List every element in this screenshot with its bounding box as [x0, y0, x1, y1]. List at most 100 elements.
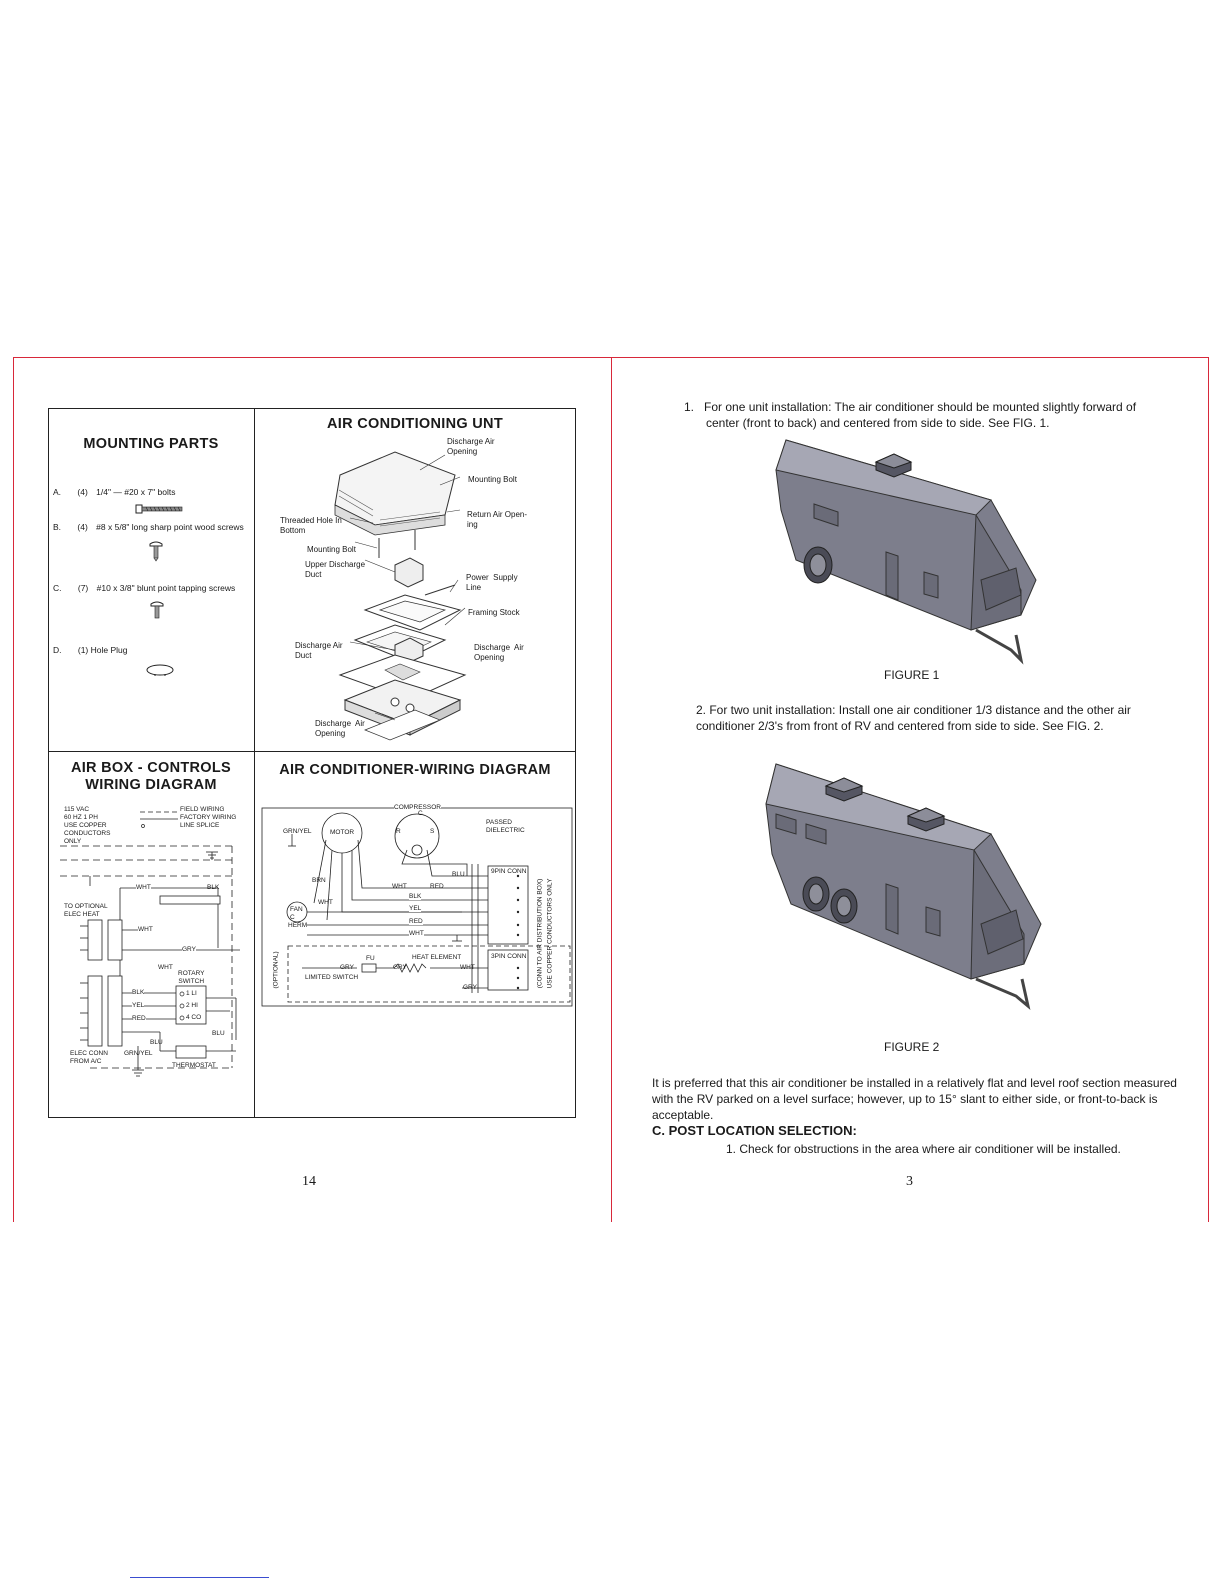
ac-wiring-compressor-s: S: [430, 828, 435, 835]
ac-wiring-herm: HERM: [288, 922, 308, 929]
preference-paragraph-line2: with the RV parked on a level surface; h…: [652, 1092, 1158, 1106]
ac-wiring-gry-1: GRY: [340, 964, 354, 971]
air-box-wiring-diagram: [60, 811, 240, 1077]
bolt-icon: [135, 504, 183, 514]
mounting-part-a: A. (4) 1/4" — #20 x 7" bolts: [53, 487, 176, 497]
ac-wiring-side-label-1: (CONN TO AIR DISTRIBUTION BOX): [536, 878, 544, 989]
left-page-panel-grid: [48, 408, 576, 1118]
air-box-wire-wht-ctrl: WHT: [158, 964, 173, 971]
label-return-air: Return Air Open- ing: [467, 510, 528, 529]
ac-wiring-diagram: [261, 807, 573, 1007]
ac-wiring-red: RED: [409, 918, 423, 925]
figure-2-caption: FIGURE 2: [884, 1040, 940, 1054]
ac-wiring-passed-dielectric: PASSED DIELECTRIC: [486, 819, 525, 834]
air-box-wire-gry: GRY: [182, 946, 196, 953]
ac-wiring-blk: BLK: [409, 893, 422, 900]
ac-wiring-gry-3: GRY: [463, 984, 477, 991]
ac-wiring-heat-element: HEAT ELEMENT: [412, 954, 462, 961]
label-mounting-bolt-top: Mounting Bolt: [468, 475, 517, 484]
tapping-screw-icon: [150, 601, 164, 619]
ac-wiring-fu: FU: [366, 955, 375, 962]
mounting-parts-title: MOUNTING PARTS: [83, 436, 219, 452]
install-item-2-line1: 2. For two unit installation: Install on…: [696, 703, 1131, 717]
footer-link-underline: [130, 1577, 269, 1578]
ac-wiring-c: C: [290, 914, 295, 921]
check-obstructions-step: 1. Check for obstructions in the area wh…: [726, 1142, 1121, 1156]
ac-wiring-grn-yel: GRN/YEL: [283, 828, 312, 835]
ac-wiring-gry-2: GRY: [393, 964, 407, 971]
air-box-legend-factory: FACTORY WIRING: [180, 814, 237, 821]
wood-screw-icon: [149, 541, 163, 562]
ac-wiring-side-label-2: USE COPPER CONDUCTORS ONLY: [546, 878, 554, 989]
air-box-legend-field: FIELD WIRING: [180, 806, 225, 813]
air-box-wire-red: RED: [132, 1015, 146, 1022]
air-box-rotary-switch: ROTARY SWITCH: [178, 970, 205, 985]
air-box-wire-yel: YEL: [132, 1002, 145, 1009]
grid-vertical-divider: [254, 408, 255, 1118]
air-box-wire-blk: BLK: [207, 884, 220, 891]
ac-wiring-fan: FAN: [290, 906, 303, 913]
ac-wiring-9pin: 9PIN CONN: [491, 868, 527, 875]
air-box-switch-hi: 2 HI: [186, 1002, 198, 1009]
air-box-wire-wht: WHT: [136, 884, 151, 891]
air-box-wire-blu: BLU: [212, 1030, 225, 1037]
ac-wiring-red-top: RED: [430, 883, 444, 890]
air-box-elec-conn: ELEC CONN FROM A/C: [70, 1050, 108, 1065]
ac-wiring-limited-switch: LIMITED SWITCH: [305, 974, 359, 981]
ac-wiring-title: AIR CONDITIONER-WIRING DIAGRAM: [279, 762, 551, 778]
install-item-1-line2: center (front to back) and centered from…: [706, 416, 1050, 430]
ac-wiring-wht-2: WHT: [409, 930, 424, 937]
mounting-part-d: D. (1) Hole Plug: [53, 645, 128, 655]
label-discharge-air-bottom: Discharge Air Opening: [315, 719, 365, 738]
ac-wiring-wht-heat: WHT: [460, 964, 475, 971]
mounting-part-c: C. (7) #10 x 3/8" blunt point tapping sc…: [53, 583, 236, 593]
ac-wiring-compressor-c: C: [418, 810, 423, 817]
install-item-1-line1: 1. For one unit installation: The air co…: [684, 400, 1137, 414]
post-location-heading: C. POST LOCATION SELECTION:: [652, 1123, 857, 1138]
ac-wiring-wht-motor: WHT: [318, 899, 333, 906]
ac-unit-exploded-diagram: [334, 451, 467, 741]
ac-wiring-motor: MOTOR: [330, 829, 355, 836]
air-box-title-line2: WIRING DIAGRAM: [85, 777, 217, 793]
ac-unit-title: AIR CONDITIONING UNT: [327, 416, 503, 432]
ac-wiring-wht: WHT: [392, 883, 407, 890]
air-box-wire-blu-2: BLU: [150, 1039, 163, 1046]
rv-single-unit-illustration: [775, 439, 1037, 665]
label-discharge-air-duct: Discharge Air Duct: [295, 641, 343, 660]
left-page-number: 14: [302, 1174, 316, 1189]
label-discharge-air-right: Discharge Air Opening: [474, 643, 524, 662]
air-box-legend-supply: 115 VAC 60 HZ 1 PH USE COPPER CONDUCTORS…: [64, 806, 111, 845]
ac-wiring-yel: YEL: [409, 905, 422, 912]
label-framing-stock: Framing Stock: [468, 608, 520, 617]
install-item-2-line2: conditioner 2/3's from front of RV and c…: [696, 719, 1104, 733]
ac-wiring-brn: BRN: [312, 877, 326, 884]
mounting-part-b: B. (4) #8 x 5/8" long sharp point wood s…: [53, 522, 244, 532]
label-mounting-bolt: Mounting Bolt: [307, 545, 356, 554]
hole-plug-icon: [146, 664, 174, 676]
air-box-legend-splice: LINE SPLICE: [180, 822, 220, 829]
air-box-grn-yel: GRN/YEL: [124, 1050, 153, 1057]
rv-two-unit-illustration: [765, 763, 1042, 1010]
label-threaded-hole: Threaded Hole In Bottom: [280, 516, 342, 535]
ac-wiring-optional: (OPTIONAL): [272, 951, 280, 989]
label-discharge-air-top: Discharge Air Opening: [447, 437, 495, 456]
ac-wiring-compressor-r: R: [396, 828, 401, 835]
ac-wiring-blu: BLU: [452, 871, 465, 878]
right-page-number: 3: [906, 1174, 913, 1189]
air-box-to-optional-heat: TO OPTIONAL ELEC HEAT: [64, 903, 108, 918]
label-upper-discharge-duct: Upper Discharge Duct: [305, 560, 366, 579]
preference-paragraph-line3: acceptable.: [652, 1108, 714, 1122]
air-box-switch-co: 4 CO: [186, 1014, 202, 1021]
air-box-switch-li: 1 LI: [186, 990, 197, 997]
air-box-wire-blk-ctrl: BLK: [132, 989, 145, 996]
preference-paragraph-line1: It is preferred that this air conditione…: [652, 1076, 1177, 1090]
label-power-supply: Power Supply Line: [466, 573, 518, 592]
figure-1-caption: FIGURE 1: [884, 668, 940, 682]
air-box-title-line1: AIR BOX - CONTROLS: [70, 760, 232, 776]
grid-horizontal-divider: [48, 751, 576, 752]
ac-wiring-3pin: 3PIN CONN: [491, 953, 527, 960]
page-divider: [611, 357, 612, 1222]
air-box-thermostat: THERMOSTAT: [172, 1062, 216, 1069]
ac-wiring-compressor: COMPRESSOR: [394, 804, 441, 811]
air-box-wire-wht-heat: WHT: [138, 926, 153, 933]
